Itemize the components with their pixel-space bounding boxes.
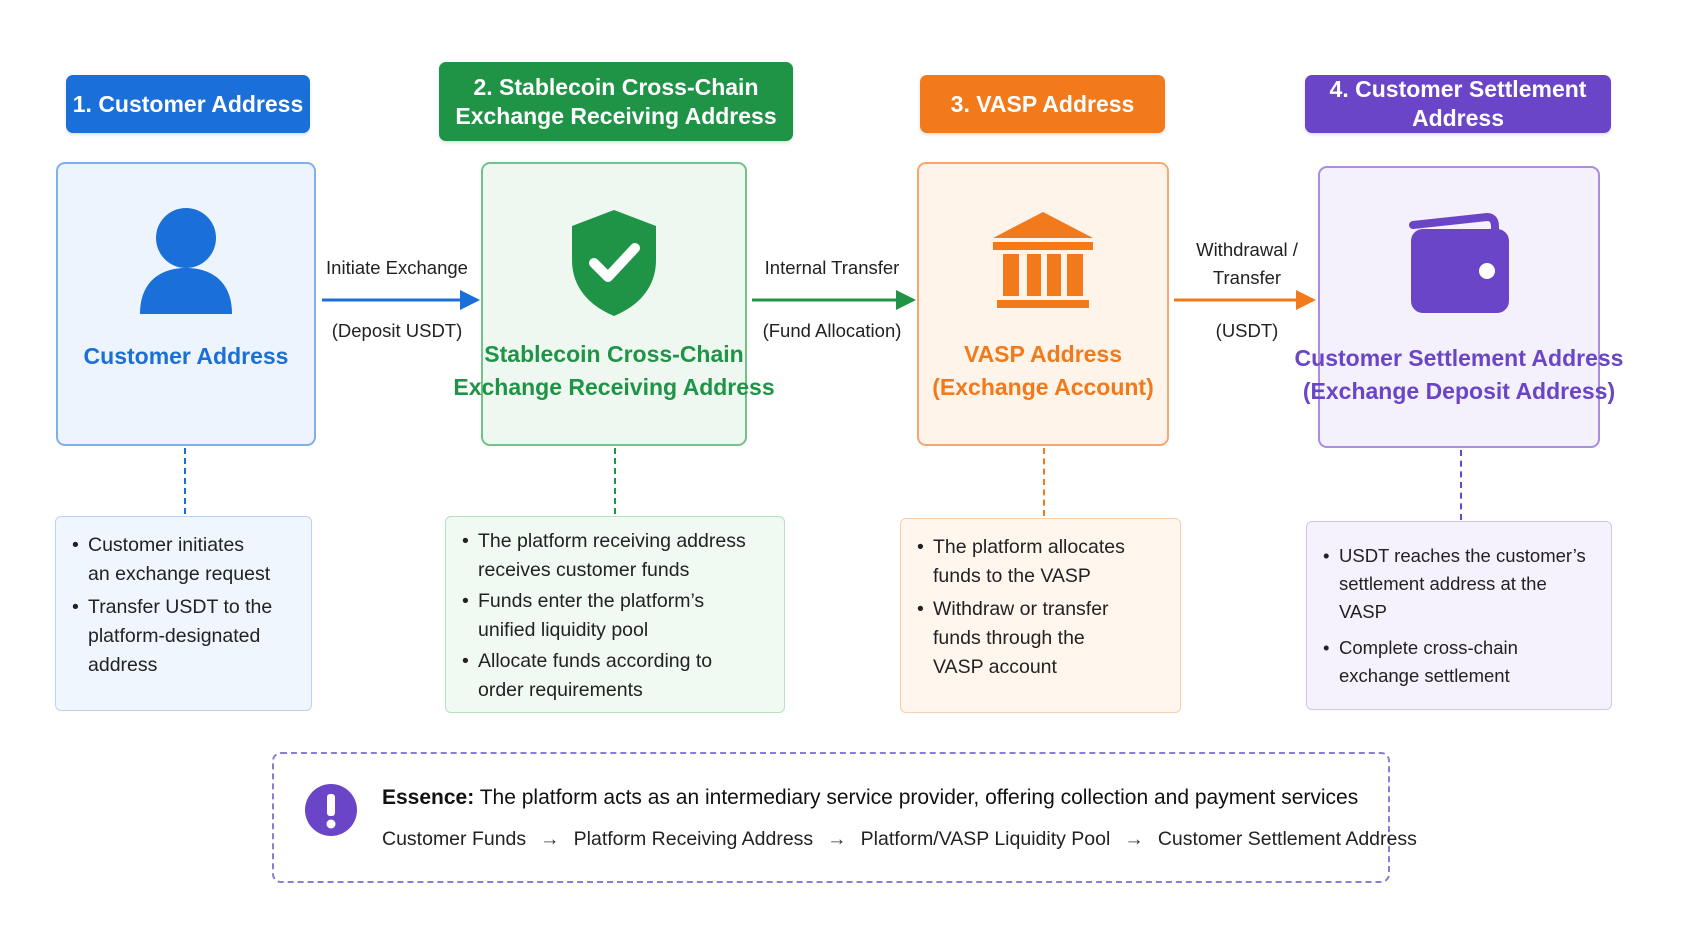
- list-item-line: The platform allocates: [933, 536, 1125, 558]
- note-customer-address: Customer initiates an exchange request T…: [55, 516, 312, 711]
- note-vasp-address: The platform allocates funds to the VASP…: [900, 518, 1181, 713]
- arrow-label-line2: Transfer: [1212, 267, 1282, 288]
- list-item-line: USDT reaches the customer’s: [1339, 545, 1586, 566]
- card-vasp-address: VASP Address (Exchange Account): [917, 162, 1169, 446]
- list-item-line: address: [88, 654, 158, 676]
- card-stablecoin-receiving-address: Stablecoin Cross-Chain Exchange Receivin…: [453, 162, 775, 446]
- list-item-line: order requirements: [478, 679, 643, 701]
- card-title-line1: Customer Address: [83, 343, 289, 369]
- card-title-line1: Customer Settlement Address: [1294, 345, 1624, 371]
- essence-flow: Customer Funds → Platform Receiving Addr…: [382, 828, 1417, 851]
- arrow-initiate-exchange: [322, 290, 480, 310]
- essence-text: The platform acts as an intermediary ser…: [479, 786, 1359, 809]
- flow-arrow: →: [1124, 828, 1144, 850]
- connector-line: [1043, 448, 1045, 516]
- list-item: USDT reaches the customer’s settlement a…: [1321, 542, 1595, 626]
- list-item-line: Funds enter the platform’s: [478, 590, 705, 612]
- header-label-line1: 2. Stablecoin Cross-Chain: [473, 73, 759, 100]
- card-title-line2: (Exchange Account): [932, 374, 1154, 400]
- card-title-line1: Stablecoin Cross-Chain: [484, 341, 744, 367]
- note-stablecoin-receiving-address: The platform receiving address receives …: [445, 516, 785, 713]
- arrow-label-line1: Internal Transfer: [764, 257, 900, 278]
- list-item-line: an exchange request: [88, 563, 271, 585]
- list-item: Customer initiates an exchange request: [70, 531, 295, 589]
- connector-line: [184, 448, 186, 514]
- flow-arrow: →: [540, 828, 560, 850]
- flow-step: Customer Funds: [382, 828, 527, 850]
- bank-icon: [991, 208, 1095, 318]
- list-item-line: receives customer funds: [478, 559, 690, 581]
- list-item: Transfer USDT to the platform-designated…: [70, 593, 295, 680]
- arrow-label-top: Internal Transfer: [752, 256, 912, 280]
- list-item-line: The platform receiving address: [478, 530, 746, 552]
- flow-arrow: →: [827, 828, 847, 850]
- arrow-label-top: Initiate Exchange: [318, 256, 476, 280]
- essence-label: Essence:: [382, 786, 475, 809]
- list-item: Funds enter the platform’s unified liqui…: [460, 587, 768, 645]
- shield-check-icon: [568, 208, 660, 318]
- header-label-line2: Exchange Receiving Address: [455, 102, 777, 129]
- list-item: The platform allocates funds to the VASP: [915, 533, 1164, 591]
- list-item: Allocate funds according to order requir…: [460, 647, 768, 705]
- list-item-line: platform-designated: [88, 625, 261, 647]
- arrow-internal-transfer: [752, 290, 916, 310]
- list-item-line: Allocate funds according to: [478, 650, 713, 672]
- list-item-line: Withdraw or transfer: [933, 598, 1109, 620]
- list-item-line: funds through the: [933, 627, 1085, 649]
- card-customer-settlement-address: Customer Settlement Address (Exchange De…: [1295, 166, 1623, 448]
- list-item: Withdraw or transfer funds through the V…: [915, 595, 1164, 682]
- flow-step: Platform/VASP Liquidity Pool: [860, 828, 1111, 850]
- wallet-icon: [1407, 210, 1511, 320]
- connector-line: [1460, 450, 1462, 520]
- header-customer-settlement-address: 4. Customer Settlement Address: [1305, 75, 1611, 133]
- list-item-line: Customer initiates: [88, 534, 245, 556]
- essence-statement: Essence: The platform acts as an interme…: [382, 786, 1358, 810]
- card-title-line2: (Exchange Deposit Address): [1302, 378, 1616, 404]
- list-item-line: settlement address at the VASP: [1339, 573, 1547, 622]
- arrow-label-bottom: (USDT): [1215, 320, 1279, 341]
- arrow-withdrawal-transfer: [1174, 290, 1316, 310]
- header-label: 1. Customer Address: [72, 90, 304, 117]
- list-item-line: Complete cross-chain: [1339, 637, 1518, 658]
- header-vasp-address: 3. VASP Address: [920, 75, 1165, 133]
- list-item-line: unified liquidity pool: [478, 619, 649, 641]
- note-customer-settlement-address: USDT reaches the customer’s settlement a…: [1306, 521, 1612, 710]
- card-title-line1: VASP Address: [963, 341, 1123, 367]
- arrow-label-line1: Initiate Exchange: [326, 257, 468, 278]
- arrow-label-bottom: (Fund Allocation): [762, 320, 902, 341]
- card-customer-address: Customer Address: [56, 162, 316, 446]
- list-item: Complete cross-chain exchange settlement: [1321, 634, 1595, 690]
- list-item-line: Transfer USDT to the: [88, 596, 273, 618]
- header-stablecoin-receiving-address: 2. Stablecoin Cross-Chain Exchange Recei…: [439, 62, 793, 141]
- flow-step: Platform Receiving Address: [573, 828, 814, 850]
- exclamation-icon: [305, 784, 357, 836]
- list-item-line: exchange settlement: [1339, 665, 1510, 686]
- header-label: 4. Customer Settlement Address: [1329, 76, 1587, 131]
- arrow-label-bottom: (Deposit USDT): [331, 320, 463, 341]
- user-icon: [136, 206, 236, 316]
- header-customer-address: 1. Customer Address: [66, 75, 310, 133]
- flow-step: Customer Settlement Address: [1157, 828, 1417, 850]
- list-item-line: funds to the VASP: [933, 565, 1091, 587]
- list-item: The platform receiving address receives …: [460, 527, 768, 585]
- essence-box: [272, 752, 1390, 883]
- connector-line: [614, 448, 616, 514]
- card-title-line2: Exchange Receiving Address: [453, 374, 775, 400]
- header-label: 3. VASP Address: [950, 90, 1135, 117]
- arrow-label-top: Withdrawal / Transfer: [1172, 236, 1322, 292]
- list-item-line: VASP account: [933, 656, 1057, 678]
- arrow-label-line1: Withdrawal /: [1196, 239, 1298, 260]
